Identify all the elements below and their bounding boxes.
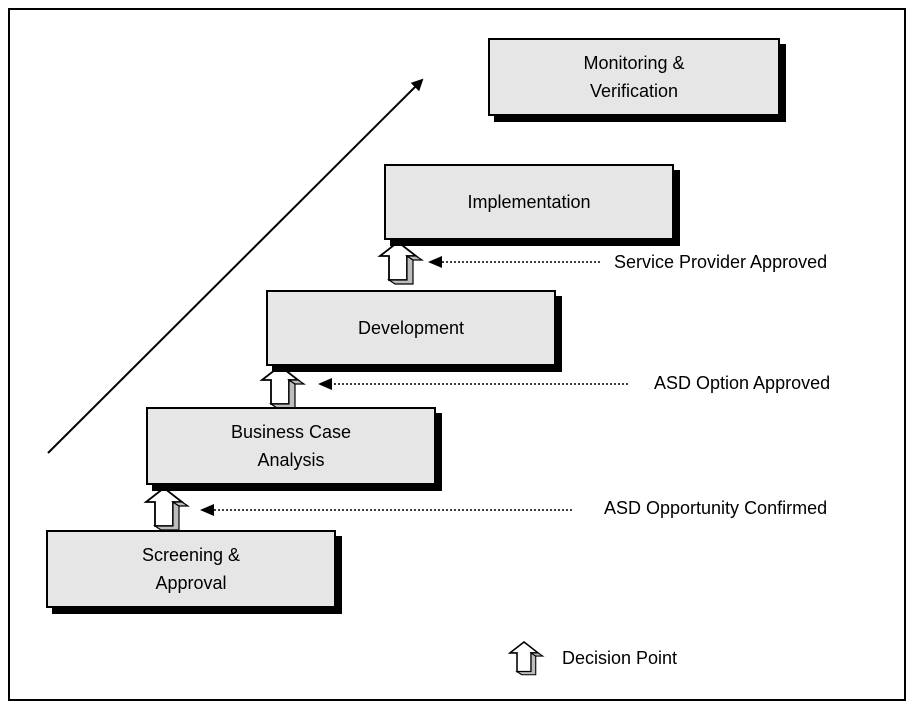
stage-implementation: Implementation — [384, 164, 674, 240]
decision-point-icon — [377, 240, 424, 285]
diagram-frame — [8, 8, 906, 701]
decision-point-icon — [143, 486, 190, 531]
decision-label-asd-option-approved: ASD Option Approved — [654, 373, 831, 393]
stage-screening-approval: Screening & Approval — [46, 530, 336, 608]
progression-arrow — [47, 78, 424, 454]
stage-monitoring-verification: Monitoring & Verification — [488, 38, 780, 116]
legend-decision-point-label: Decision Point — [562, 648, 678, 668]
stage-business-case-analysis: Business Case Analysis — [146, 407, 436, 485]
stage-development: Development — [266, 290, 556, 366]
decision-point-arrow-icon — [507, 641, 545, 676]
decision-label-asd-opportunity-confirmed: ASD Opportunity Confirmed — [604, 498, 828, 518]
decision-point-icon — [259, 364, 306, 409]
decision-label-service-provider-approved: Service Provider Approved — [614, 252, 828, 272]
